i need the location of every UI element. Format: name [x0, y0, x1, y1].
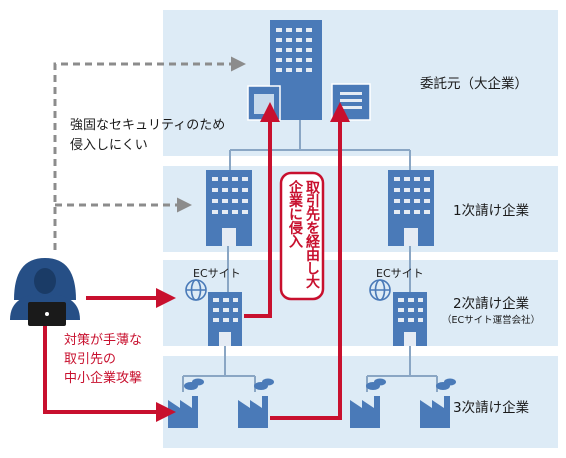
via-partner-callout-box	[279, 171, 325, 301]
tier2-building-icon	[208, 292, 242, 346]
ec-site-label: ECサイト	[193, 267, 241, 280]
tier-band-top	[163, 10, 558, 156]
attack-path-arrows	[43, 102, 350, 422]
globe-icon	[369, 279, 391, 301]
hacker-icon	[10, 258, 80, 326]
tier-label-1: 1次請け企業	[453, 203, 530, 219]
connector-lines	[182, 118, 438, 392]
attack-note-line3: 中小企業攻撃	[64, 371, 143, 386]
tier1-building-icon	[206, 170, 252, 246]
factory-icon	[238, 378, 274, 428]
factory-icon	[168, 378, 204, 428]
large-company-building-icon	[247, 20, 371, 121]
tier-label-2-sub: （ECサイト運営会社）	[442, 315, 541, 326]
globe-icon	[185, 279, 207, 301]
tier-label-top: 委託元（大企業）	[420, 76, 528, 92]
attack-note-line2: 取引先の	[64, 352, 117, 367]
security-note-line1: 強固なセキュリティのため	[70, 118, 226, 133]
attack-note-line1: 対策が手薄な	[64, 333, 143, 348]
tier1-building-icon	[388, 170, 434, 246]
factory-icon	[420, 378, 456, 428]
tier2-building-icon	[393, 292, 427, 346]
tier-label-3: 3次請け企業	[453, 400, 530, 416]
via-partner-callout-text: 取引先を経由し大企業に侵入	[287, 180, 320, 288]
tier-band-3	[163, 356, 558, 448]
ec-site-label: ECサイト	[376, 267, 424, 280]
security-note-line2: 侵入しにくい	[70, 138, 148, 153]
tier-label-2: 2次請け企業	[453, 296, 530, 312]
factory-icon	[350, 378, 386, 428]
blocked-path-arrows	[53, 56, 246, 250]
